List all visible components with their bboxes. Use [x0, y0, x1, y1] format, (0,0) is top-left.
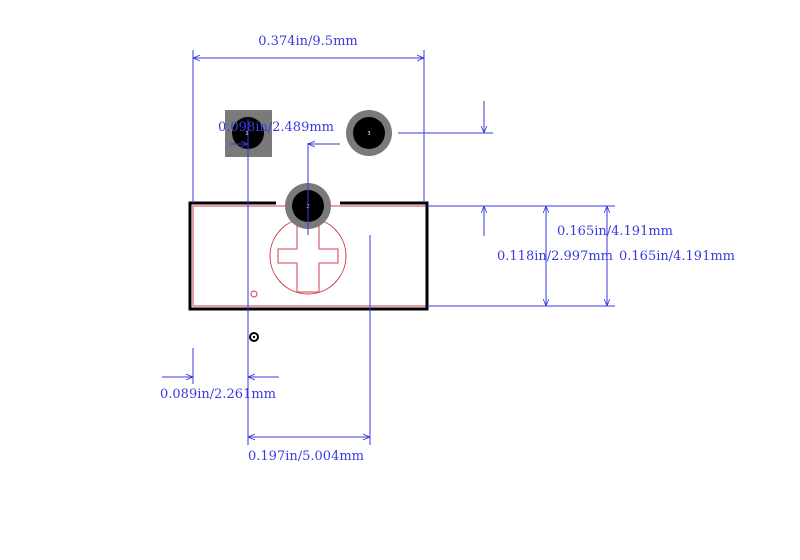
pad-3-hole [353, 117, 385, 149]
body-outline [188, 201, 429, 311]
dim-body-height-total-label: 0.165in/4.191mm [619, 249, 735, 264]
dim-overall-width-label: 0.374in/9.5mm [258, 34, 357, 49]
dim-body-height-right-label: 0.165in/4.191mm [557, 224, 673, 239]
dim-pin-pitch-label: 0.098in/2.489mm [218, 120, 334, 135]
pad-1-label: 1 [245, 131, 248, 137]
dimension-lines [162, 50, 615, 445]
pad-3-label: 3 [367, 131, 370, 137]
dim-pin-offset-y-label: 0.118in/2.997mm [497, 249, 613, 264]
dim-pin1-offset-x-label: 0.089in/2.261mm [160, 387, 276, 402]
dim-pin-span-x-label: 0.197in/5.004mm [248, 449, 364, 464]
adjust-screw-cross [277, 219, 339, 293]
origin-marker-dot [252, 335, 256, 339]
origin-marker [249, 332, 259, 342]
pin1-indicator [250, 290, 258, 298]
